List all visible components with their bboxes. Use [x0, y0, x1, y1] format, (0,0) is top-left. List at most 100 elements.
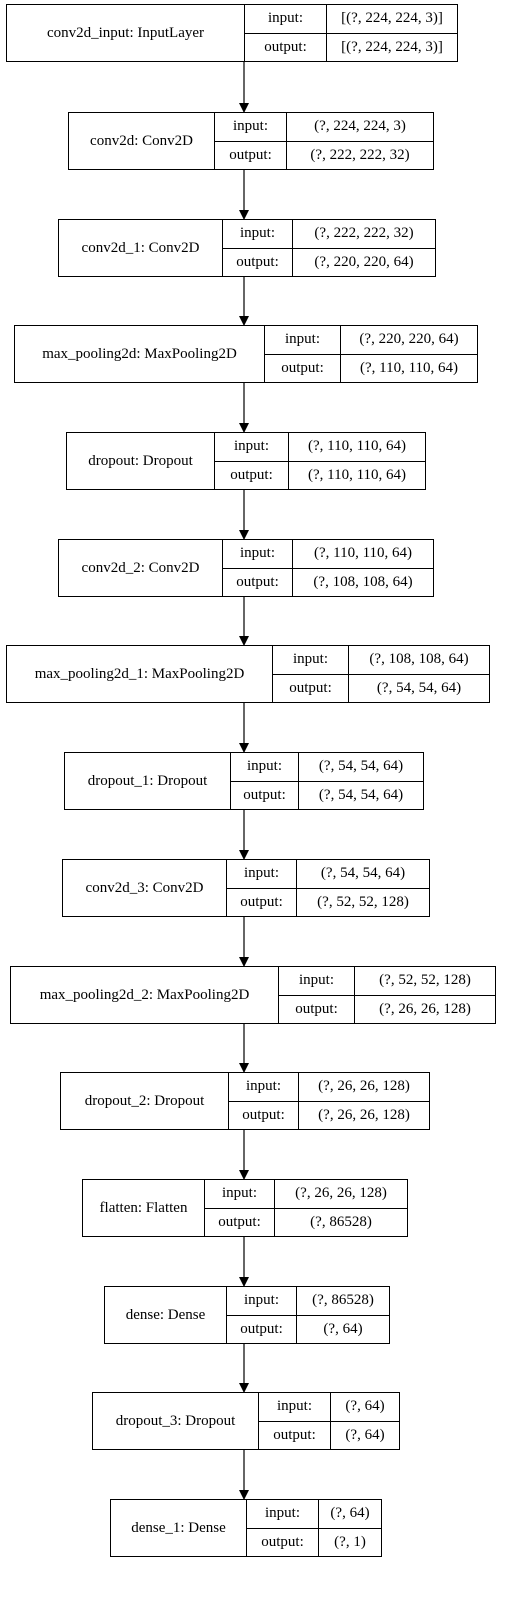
- input-shape: (?, 26, 26, 128): [295, 1185, 387, 1202]
- input-label: input:: [227, 1287, 297, 1315]
- output-shape: (?, 1): [334, 1533, 366, 1550]
- output-label: output:: [245, 33, 327, 61]
- output-label: output:: [223, 248, 293, 276]
- output-label: output:: [223, 568, 293, 596]
- input-shape: [(?, 224, 224, 3)]: [341, 10, 443, 27]
- output-row: output: (?, 54, 54, 64): [231, 780, 423, 809]
- input-label: input:: [247, 1500, 319, 1528]
- input-row: input: (?, 110, 110, 64): [215, 433, 425, 461]
- output-label: output:: [205, 1208, 275, 1236]
- output-shape: (?, 54, 54, 64): [318, 786, 404, 803]
- input-row: input:(?, 64): [247, 1500, 381, 1528]
- layer-name: conv2d_input: InputLayer: [7, 5, 245, 61]
- layer-name: conv2d_2: Conv2D: [59, 540, 223, 596]
- input-row: input:(?, 54, 54, 64): [231, 753, 423, 781]
- input-label: input:: [227, 860, 297, 888]
- layer-name: flatten: Flatten: [83, 1180, 205, 1236]
- output-label: output:: [215, 141, 287, 169]
- input-row: input: [(?, 224, 224, 3)]: [245, 5, 457, 33]
- output-shape: (?, 108, 108, 64): [313, 573, 413, 590]
- output-shape: (?, 26, 26, 128): [379, 1000, 471, 1017]
- input-row: input: (?, 220, 220, 64): [265, 326, 477, 354]
- output-row: output: (?, 1): [247, 1527, 381, 1556]
- input-shape: (?, 108, 108, 64): [369, 651, 469, 668]
- input-row: input:(?, 224, 224, 3): [215, 113, 433, 141]
- layer-name: conv2d_1: Conv2D: [59, 220, 223, 276]
- output-row: output: (?, 108, 108, 64): [223, 567, 433, 596]
- input-row: input: (?, 26, 26, 128): [205, 1180, 407, 1208]
- layer-name: dense_1: Dense: [111, 1500, 247, 1556]
- output-label: output:: [215, 461, 289, 489]
- output-label: output:: [229, 1101, 299, 1129]
- layer-name: dropout: Dropout: [67, 433, 215, 489]
- output-row: output: (?, 110, 110, 64): [215, 460, 425, 489]
- output-shape: (?, 54, 54, 64): [376, 679, 462, 696]
- input-shape: (?, 52, 52, 128): [379, 972, 471, 989]
- input-label: input:: [215, 113, 287, 141]
- input-shape: (?, 220, 220, 64): [359, 331, 459, 348]
- output-row: output:(?, 220, 220, 64): [223, 247, 435, 276]
- layer-name: conv2d: Conv2D: [69, 113, 215, 169]
- input-shape: (?, 54, 54, 64): [320, 865, 406, 882]
- input-row: input:(?, 86528): [227, 1287, 389, 1315]
- output-row: output:(?, 64): [227, 1314, 389, 1343]
- input-row: input: (?, 110, 110, 64): [223, 540, 433, 568]
- layer-name: dropout_2: Dropout: [61, 1073, 229, 1129]
- input-shape: (?, 54, 54, 64): [318, 758, 404, 775]
- input-row: input: (?, 52, 52, 128): [279, 967, 495, 995]
- output-row: output:(?, 110, 110, 64): [265, 353, 477, 382]
- output-label: output:: [273, 674, 349, 702]
- output-shape: (?, 52, 52, 128): [317, 893, 409, 910]
- input-shape: (?, 110, 110, 64): [313, 545, 413, 562]
- input-row: input:(?, 64): [259, 1393, 399, 1421]
- input-shape: (?, 222, 222, 32): [314, 225, 414, 242]
- output-row: output: (?, 54, 54, 64): [273, 673, 489, 702]
- output-label: output:: [247, 1528, 319, 1556]
- input-shape: (?, 26, 26, 128): [318, 1078, 410, 1095]
- input-label: input:: [229, 1073, 299, 1101]
- layer-name: max_pooling2d_2: MaxPooling2D: [11, 967, 279, 1023]
- output-label: output:: [227, 888, 297, 916]
- input-label: input:: [265, 326, 341, 354]
- input-label: input:: [215, 433, 289, 461]
- output-shape: (?, 110, 110, 64): [307, 466, 407, 483]
- input-label: input:: [223, 540, 293, 568]
- input-shape: (?, 110, 110, 64): [307, 438, 407, 455]
- input-row: input: (?, 26, 26, 128): [229, 1073, 429, 1101]
- input-label: input:: [259, 1393, 331, 1421]
- output-row: output: (?, 52, 52, 128): [227, 887, 429, 916]
- layer-name: dropout_1: Dropout: [65, 753, 231, 809]
- output-row: output: (?, 64): [259, 1420, 399, 1449]
- input-label: input:: [279, 967, 355, 995]
- output-label: output:: [231, 781, 299, 809]
- layer-name: conv2d_3: Conv2D: [63, 860, 227, 916]
- output-shape: (?, 110, 110, 64): [359, 359, 459, 376]
- output-shape: (?, 64): [345, 1426, 385, 1443]
- output-label: output:: [259, 1421, 331, 1449]
- layer-name: max_pooling2d: MaxPooling2D: [15, 326, 265, 382]
- layer-name: max_pooling2d_1: MaxPooling2D: [7, 646, 273, 702]
- input-label: input:: [205, 1180, 275, 1208]
- input-label: input:: [223, 220, 293, 248]
- output-row: output: [(?, 224, 224, 3)]: [245, 32, 457, 61]
- output-shape: [(?, 224, 224, 3)]: [341, 38, 443, 55]
- output-row: output:(?, 86528): [205, 1207, 407, 1236]
- input-label: input:: [245, 5, 327, 33]
- output-shape: (?, 222, 222, 32): [310, 146, 410, 163]
